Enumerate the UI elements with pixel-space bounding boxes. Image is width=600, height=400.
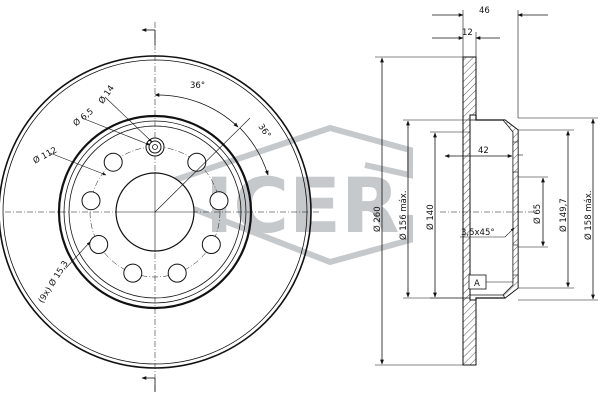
angle-arc-1: [154, 92, 239, 128]
angle-label-1: 36°: [190, 81, 205, 91]
bolt-hole: [187, 152, 207, 172]
leader-bolt-holes: [65, 241, 91, 269]
bolt-hole: [167, 263, 187, 283]
label-bolt-holes: (9x) Ø 15,3: [36, 259, 71, 306]
bolt-hole: [81, 191, 101, 211]
label-pcd: Ø 112: [31, 145, 59, 167]
leader-pcd: [49, 152, 107, 176]
disc-plate-section: [462, 56, 477, 366]
angle-arc-2: [239, 127, 269, 176]
label-center-bore: Ø 65: [532, 204, 543, 224]
leader-chamfer-tip: [504, 227, 515, 238]
label-thickness: 12: [462, 28, 473, 38]
angle-ray: [154, 117, 251, 213]
section-marker-bottom: [141, 376, 156, 392]
label-hat-outer-dia: Ø 158 máx.: [583, 190, 594, 240]
side-view: 46 12 Ø 260 Ø 156 máx. Ø 140 42 Ø 65 3,5…: [372, 6, 598, 366]
leader-hole-14: [104, 96, 153, 143]
label-chamfer: 3,5x45°: [461, 228, 495, 238]
label-friction-dia: Ø 156 máx.: [398, 190, 409, 240]
hat-body-outline: [475, 115, 519, 300]
label-hat-dia: Ø 140: [425, 204, 436, 230]
bolt-hole: [209, 191, 229, 211]
disc-outer-edge: [0, 55, 312, 369]
label-hole-6-5: Ø 6,5: [71, 106, 96, 129]
front-view: 36° 36° Ø 14 Ø 6,5 Ø 112 (9x) Ø 15,3: [0, 22, 320, 392]
disc-outer-chamfer: [2, 59, 308, 365]
mounting-face-lower: [512, 244, 519, 276]
label-total-width: 46: [479, 6, 490, 16]
hat-inner-outline: [470, 119, 514, 296]
bolt-hole: [123, 263, 143, 283]
label-hat-height: 42: [478, 146, 489, 156]
bolt-hole: [103, 152, 123, 172]
bolt-hole: [201, 235, 221, 254]
label-hole-14: Ø 14: [96, 83, 117, 106]
label-outer-dia: Ø 260: [372, 206, 383, 232]
locating-hole-inner: [152, 144, 158, 150]
section-marker-top: [141, 28, 156, 45]
mounting-face-upper: [512, 141, 519, 173]
bolt-hole: [89, 235, 109, 254]
label-inner-dia: Ø 149,7: [558, 198, 569, 232]
datum-label: A: [474, 279, 480, 289]
leader-hole-6-5: [81, 117, 151, 146]
angle-label-2: 36°: [256, 122, 273, 140]
